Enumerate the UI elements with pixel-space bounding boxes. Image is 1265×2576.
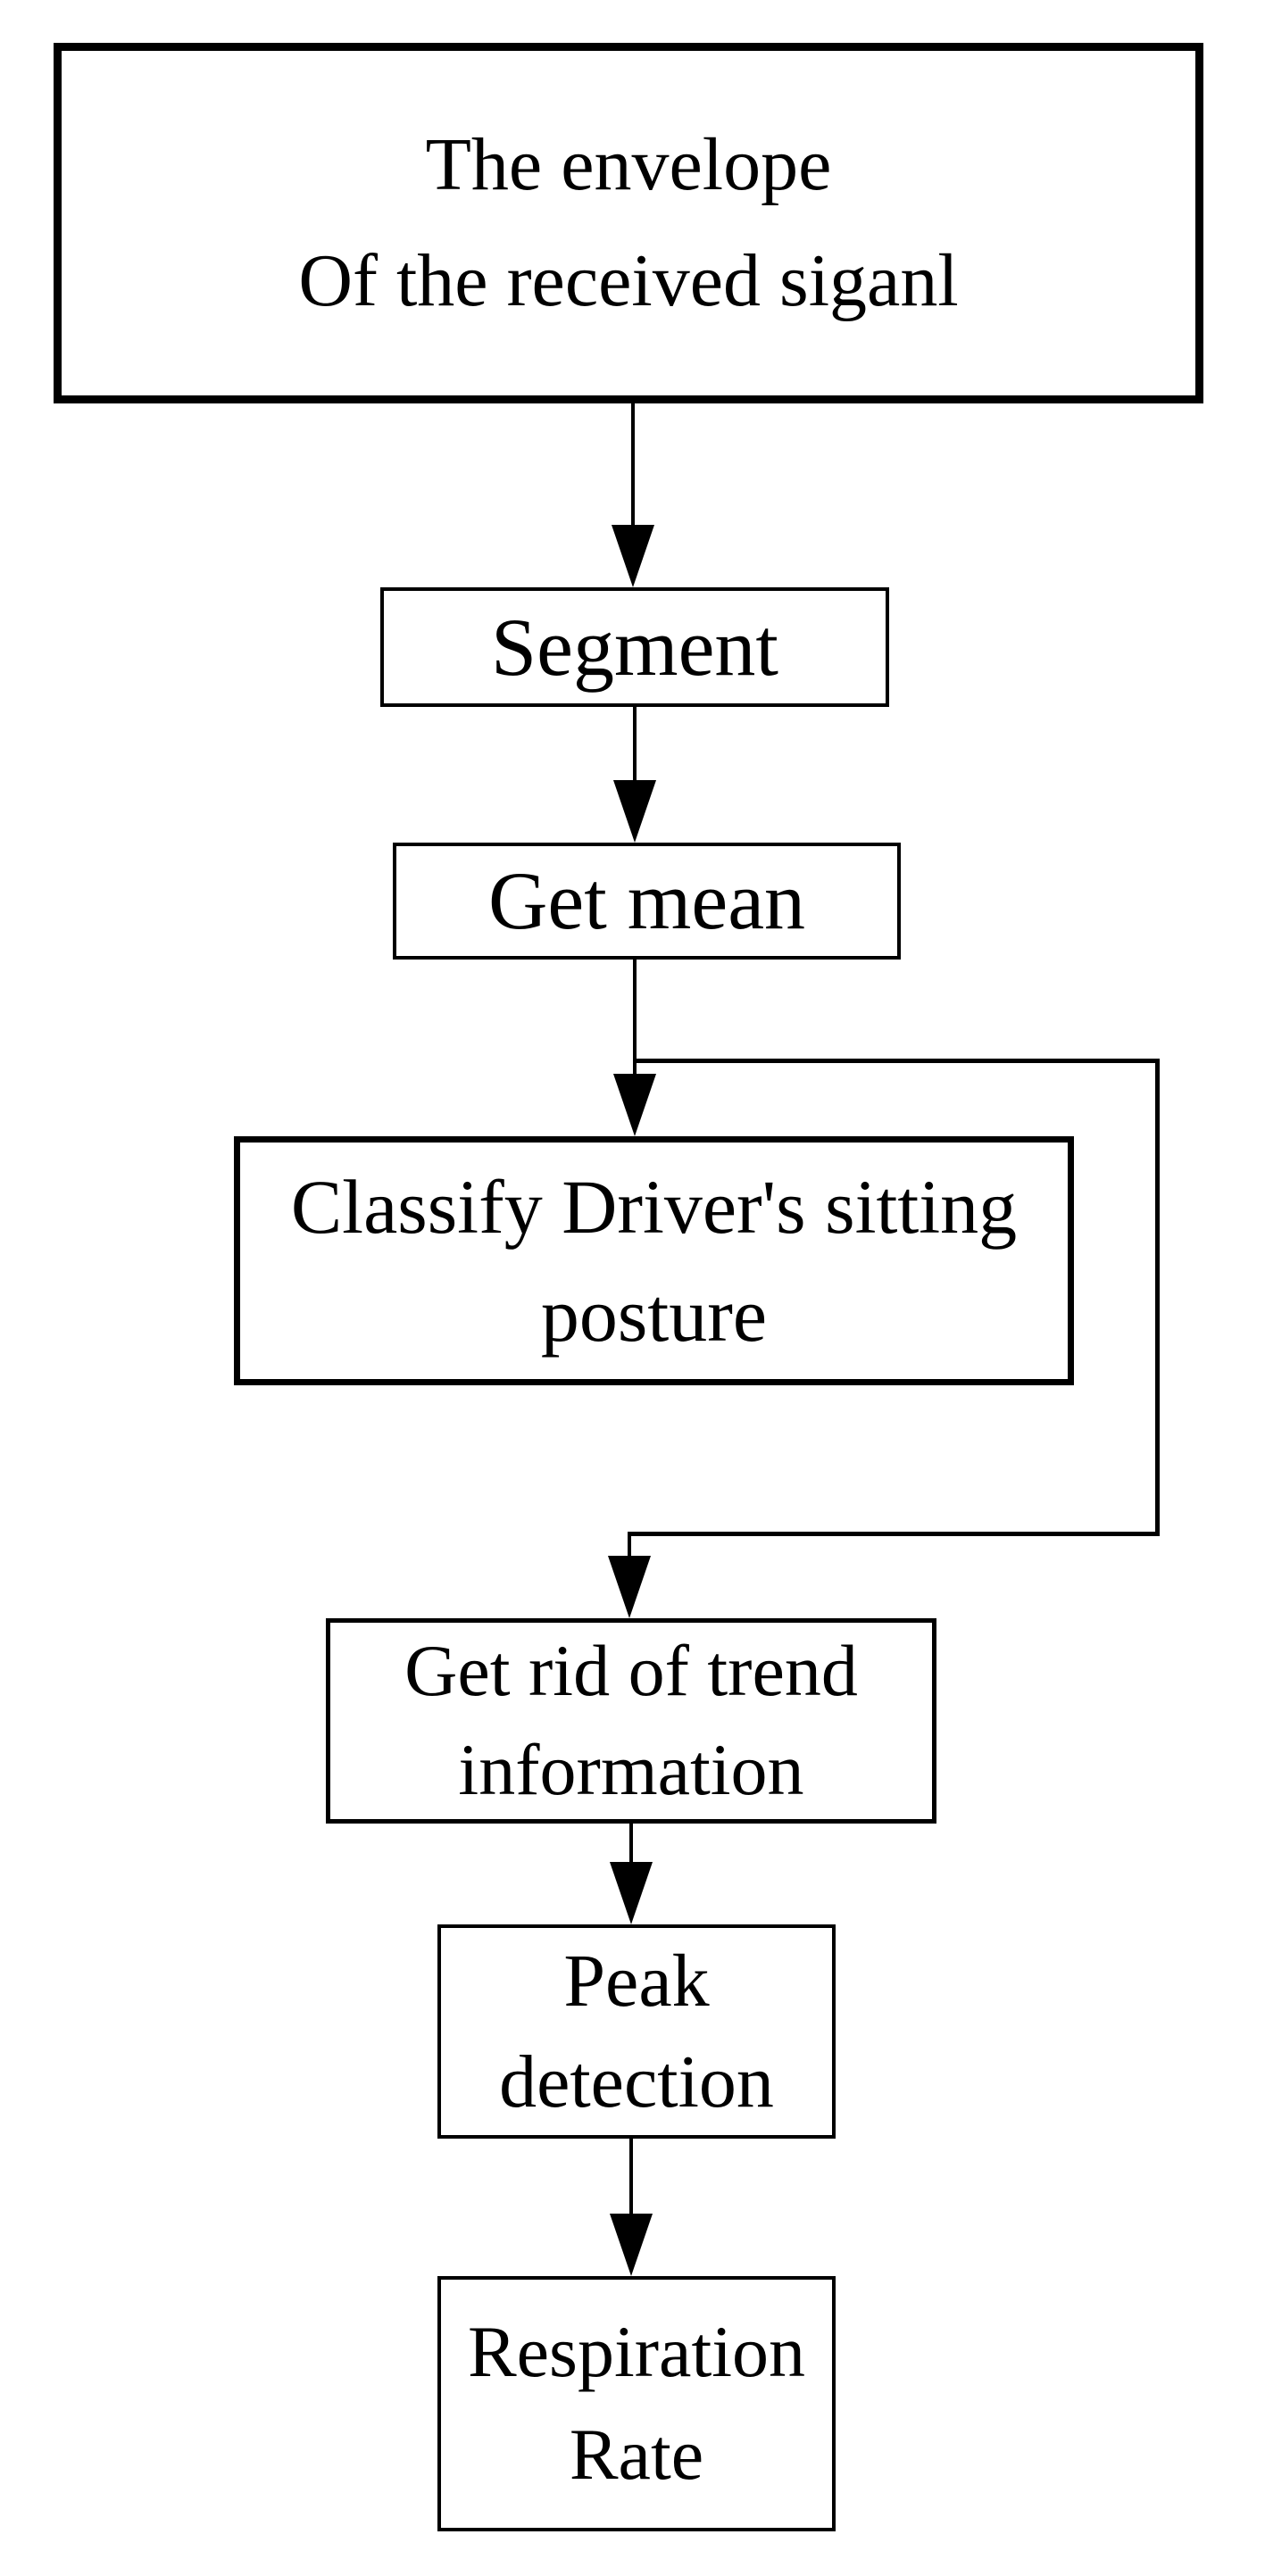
edge-bypass-top-segment <box>633 1059 1160 1063</box>
node-peak-box: Peak detection <box>437 1924 836 2139</box>
node-getmean-box: Get mean <box>393 843 901 960</box>
edge-bypass-right-segment <box>1155 1059 1160 1536</box>
edge-bypass-arrowhead-icon <box>608 1556 651 1618</box>
edge-envelope-segment-arrowhead-icon <box>612 525 654 587</box>
edge-peak-respiration-arrowhead-icon <box>610 2214 653 2276</box>
node-detrend-box: Get rid of trend information <box>326 1618 936 1824</box>
node-envelope-line1: The envelope <box>425 122 832 206</box>
node-segment-box: Segment <box>380 587 889 707</box>
node-respiration-line2: Rate <box>569 2414 704 2495</box>
node-respiration-line1: Respiration <box>467 2311 806 2393</box>
node-classify-box: Classify Driver's sitting posture <box>234 1136 1074 1385</box>
node-detrend-line2: information <box>458 1729 804 1810</box>
edge-bypass-bottom-segment <box>628 1532 1160 1536</box>
edge-getmean-classify-arrowhead-icon <box>613 1074 656 1136</box>
edge-segment-getmean-line <box>633 707 637 784</box>
edge-getmean-classify-line <box>633 960 637 1077</box>
edge-detrend-peak-line <box>629 1824 633 1866</box>
node-respiration-box: Respiration Rate <box>437 2276 836 2531</box>
node-getmean-line1: Get mean <box>487 855 806 947</box>
edge-envelope-segment-line <box>631 403 635 528</box>
edge-segment-getmean-arrowhead-icon <box>613 780 656 843</box>
edge-peak-respiration-line <box>629 2139 633 2215</box>
node-classify-line2: posture <box>540 1271 768 1358</box>
edge-detrend-peak-arrowhead-icon <box>610 1862 653 1924</box>
node-classify-line1: Classify Driver's sitting <box>290 1164 1018 1251</box>
node-segment-line1: Segment <box>491 601 778 693</box>
edge-bypass-stub-segment <box>628 1532 631 1560</box>
node-peak-line1: Peak <box>563 1939 710 2023</box>
node-detrend-line1: Get rid of trend <box>404 1630 858 1712</box>
node-envelope-line2: Of the received siganl <box>298 239 959 322</box>
node-envelope-box: The envelope Of the received siganl <box>54 43 1203 403</box>
node-peak-line2: detection <box>499 2040 774 2123</box>
